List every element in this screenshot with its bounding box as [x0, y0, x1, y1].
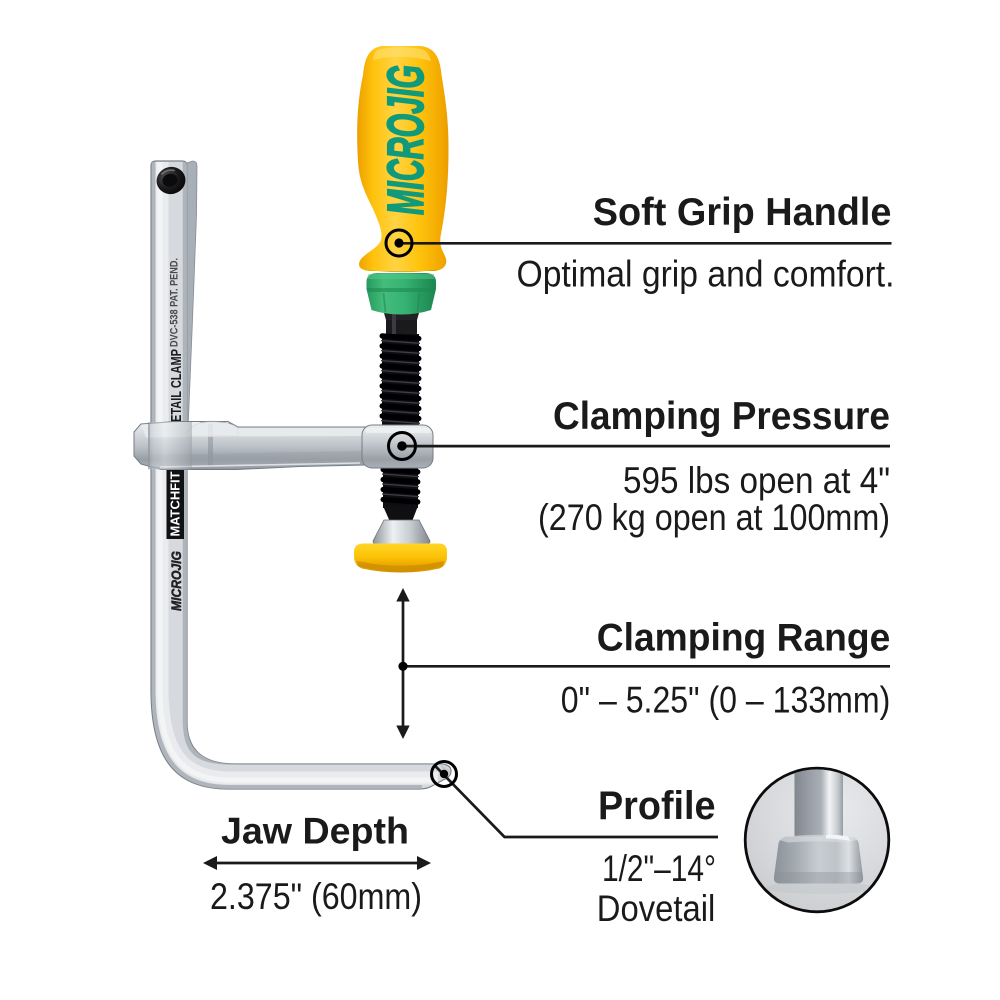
svg-text:Profile: Profile: [598, 784, 716, 828]
svg-text:MATCHFIT: MATCHFIT: [169, 471, 183, 536]
svg-text:2.375" (60mm): 2.375" (60mm): [210, 876, 422, 917]
svg-text:ETAIL CLAMP: ETAIL CLAMP: [169, 349, 185, 422]
svg-text:DVC-538 PAT. PEND.: DVC-538 PAT. PEND.: [169, 258, 181, 347]
svg-text:Dovetail: Dovetail: [597, 888, 716, 929]
svg-text:0" – 5.25" (0 – 133mm): 0" – 5.25" (0 – 133mm): [561, 680, 891, 721]
svg-text:MICROJIG: MICROJIG: [377, 65, 435, 215]
svg-text:Optimal grip and comfort.: Optimal grip and comfort.: [517, 254, 895, 295]
svg-text:Clamping Range: Clamping Range: [597, 617, 891, 660]
svg-text:MICROJIG: MICROJIG: [168, 551, 184, 611]
svg-text:Soft Grip Handle: Soft Grip Handle: [593, 191, 892, 234]
svg-text:1/2"–14°: 1/2"–14°: [602, 848, 716, 889]
svg-text:595 lbs open at 4": 595 lbs open at 4": [623, 460, 890, 501]
svg-text:(270 kg open at 100mm): (270 kg open at 100mm): [538, 497, 890, 538]
svg-text:Jaw Depth: Jaw Depth: [221, 811, 409, 852]
svg-text:Clamping Pressure: Clamping Pressure: [553, 395, 890, 438]
